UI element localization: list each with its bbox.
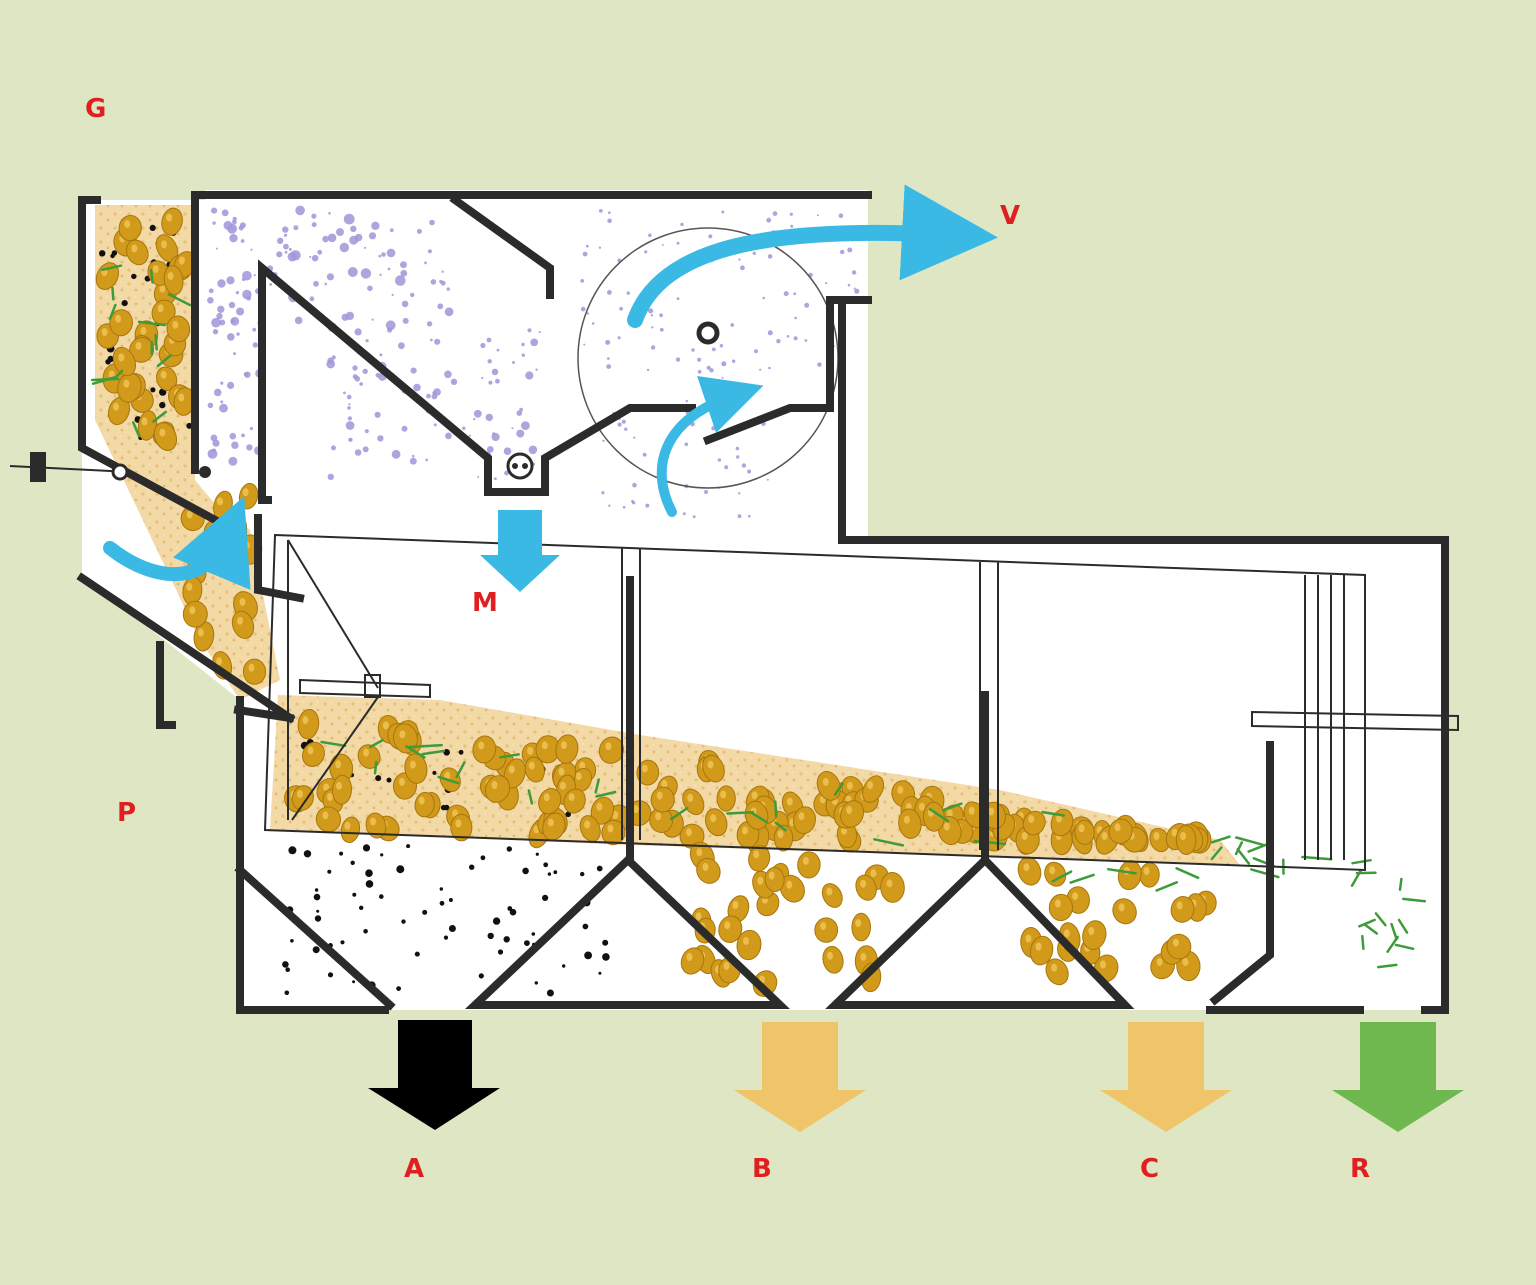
output-arrow-C xyxy=(1100,1022,1232,1132)
machine-walls xyxy=(76,191,1449,1014)
label-V: V xyxy=(1000,201,1021,231)
curved-arrow-icon xyxy=(656,376,764,517)
curved-arrow-icon xyxy=(627,184,998,328)
label-G: G xyxy=(85,94,107,124)
label-A: A xyxy=(404,1154,425,1184)
label-C: C xyxy=(1140,1154,1160,1184)
down-arrow-icon xyxy=(480,510,560,592)
airflow xyxy=(103,184,998,590)
output-arrow-B xyxy=(734,1022,866,1132)
feed-roller xyxy=(30,452,534,482)
label-B: B xyxy=(752,1154,772,1184)
label-R: R xyxy=(1350,1154,1371,1184)
output-arrow-A xyxy=(368,1020,500,1130)
curved-arrow-icon xyxy=(103,496,251,590)
grain-particles xyxy=(95,207,1217,997)
label-P: P xyxy=(117,798,137,828)
output-arrow-R xyxy=(1332,1022,1464,1132)
label-M: M xyxy=(472,588,498,618)
